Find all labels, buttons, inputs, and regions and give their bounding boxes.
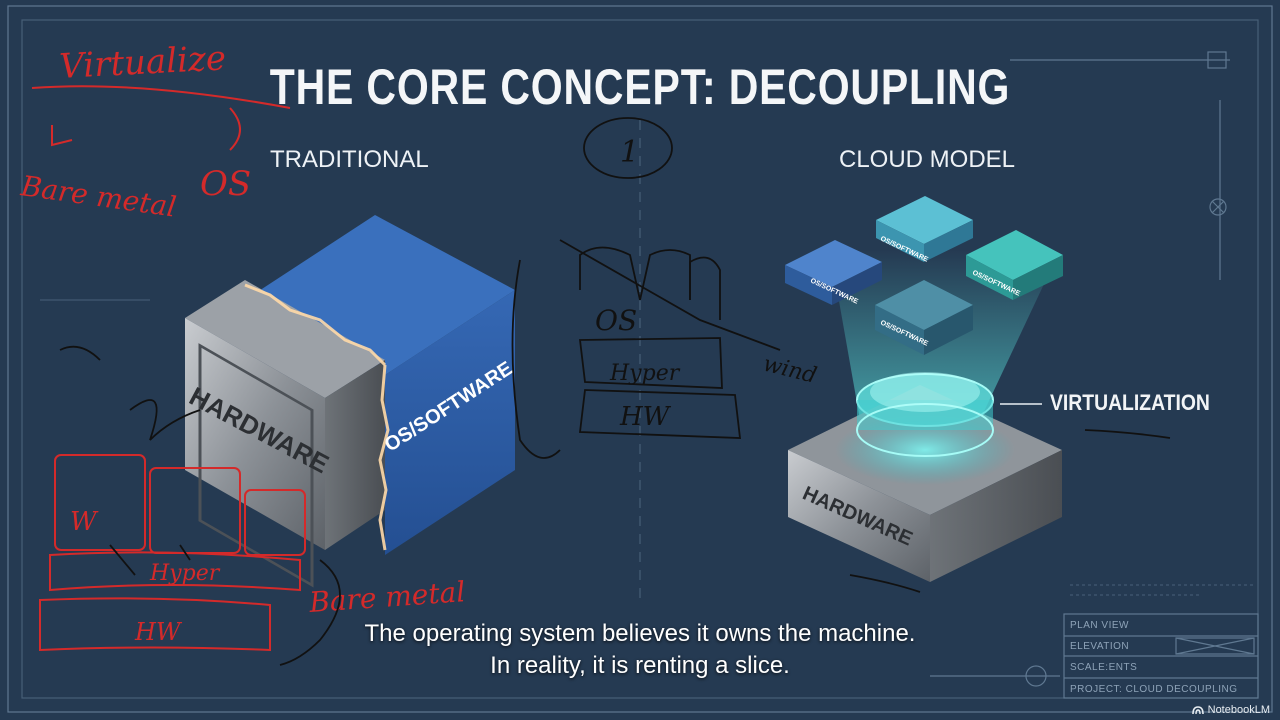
- cloud-model-block: HARDWARE OS/SOFTWARE OS/SOFTWARE OS/SOFT…: [785, 196, 1063, 582]
- notebooklm-logo-icon: [1191, 706, 1204, 715]
- annotation-os: OS: [200, 164, 251, 204]
- brand-name: NotebookLM: [1207, 704, 1270, 716]
- subtitle-caption: The operating system believes it owns th…: [0, 618, 1280, 682]
- annotation-os-2: OS: [595, 304, 637, 337]
- caption-line-1: The operating system believes it owns th…: [364, 620, 916, 647]
- annotation-hyper: Hyper: [609, 361, 681, 386]
- blueprint-frame: [7, 5, 1273, 713]
- vm-tile-3: OS/SOFTWARE: [966, 230, 1063, 300]
- virtualization-label: VIRTUALIZATION: [1050, 390, 1210, 415]
- annotation-hyper-2: Hyper: [149, 561, 221, 586]
- annotation-wind: wind: [761, 352, 820, 389]
- annotation-virtualize: Virtualize: [58, 38, 227, 87]
- slide-title: THE CORE CONCEPT: DECOUPLING: [269, 59, 1011, 115]
- notebooklm-brand: NotebookLM: [1191, 704, 1270, 716]
- annotation-bare-metal: Bare metal: [18, 169, 178, 224]
- annotation-bare-metal-2: Bare metal: [307, 575, 466, 619]
- title-block-plan-view: PLAN VIEW: [1070, 620, 1129, 631]
- vm-tile-4: OS/SOFTWARE: [875, 280, 973, 355]
- traditional-label: TRADITIONAL: [270, 146, 429, 173]
- cloud-model-label: CLOUD MODEL: [839, 146, 1016, 173]
- annotation-hw-2: HW: [134, 618, 183, 646]
- traditional-block: HARDWARE OS/SOFTWARE: [185, 215, 517, 588]
- svg-text:W: W: [70, 507, 99, 537]
- red-annotations: [31, 85, 306, 652]
- annotation-number: 1: [620, 135, 639, 170]
- caption-line-2: In reality, it is renting a slice.: [490, 652, 790, 679]
- title-block-project: PROJECT: CLOUD DECOUPLING: [1070, 684, 1238, 695]
- black-annotations: [59, 117, 1171, 666]
- title-block-scale: SCALE:ENTS: [1070, 662, 1138, 673]
- title-block-elevation: ELEVATION: [1070, 641, 1130, 652]
- annotation-hw: HW: [619, 402, 672, 432]
